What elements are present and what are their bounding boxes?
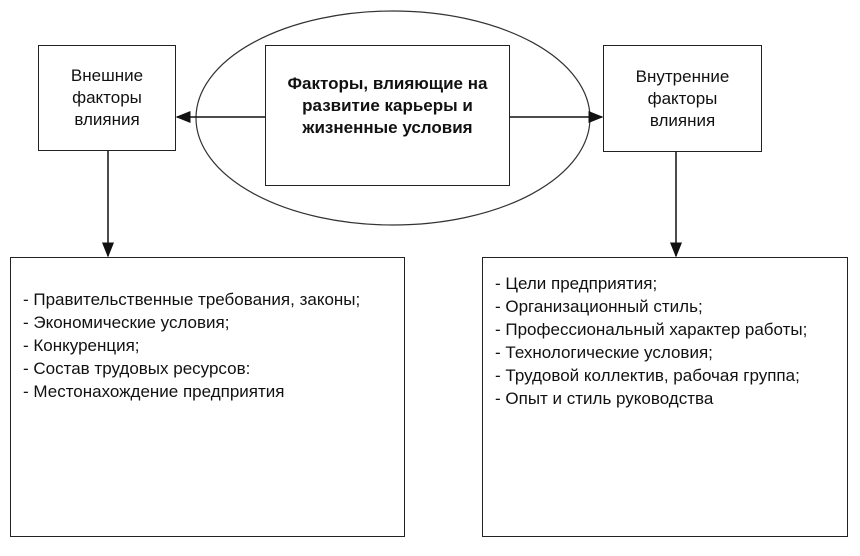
external-factors-box: Внешние факторы влияния <box>38 45 176 151</box>
central-title: Факторы, влияющие на развитие карьеры и … <box>287 73 488 137</box>
list-item: - Трудовой коллектив, рабочая группа; <box>495 366 800 385</box>
list-item: - Цели предприятия; <box>495 274 658 293</box>
internal-factors-title: Внутренние факторы влияния <box>635 66 730 130</box>
list-item: - Технологические условия; <box>495 343 713 362</box>
internal-factors-list: - Цели предприятия; - Организационный ст… <box>482 257 848 537</box>
internal-factors-box: Внутренние факторы влияния <box>603 45 762 152</box>
list-item: - Организационный стиль; <box>495 297 703 316</box>
list-item: - Конкуренция; <box>23 336 140 355</box>
list-item: - Опыт и стиль руководства <box>495 389 714 408</box>
list-item: - Правительственные требования, законы; <box>23 290 361 309</box>
list-item: - Местонахождение предприятия <box>23 382 285 401</box>
external-factors-title: Внешние факторы влияния <box>70 66 144 129</box>
central-box: Факторы, влияющие на развитие карьеры и … <box>265 45 510 186</box>
list-item: - Профессиональный характер работы; <box>495 320 808 339</box>
external-factors-list: - Правительственные требования, законы; … <box>10 257 405 537</box>
list-item: - Экономические условия; <box>23 313 230 332</box>
list-item: - Состав трудовых ресурсов: <box>23 359 251 378</box>
